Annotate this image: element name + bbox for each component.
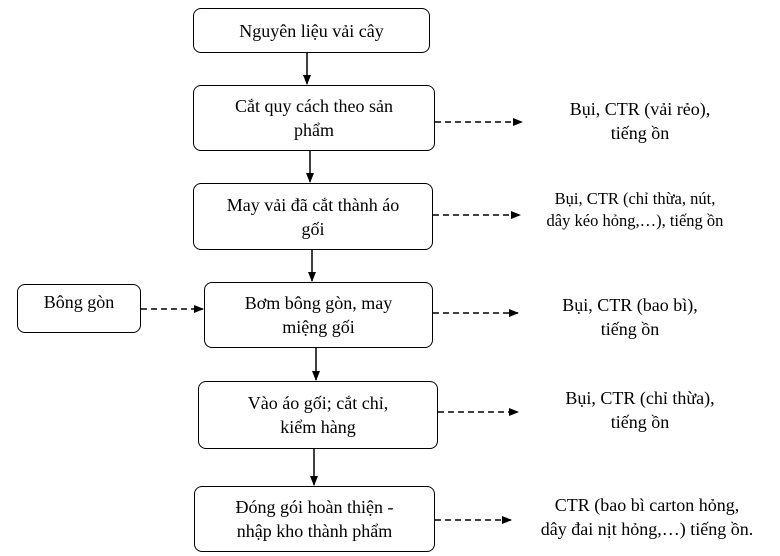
step-sewing-line-2: gối — [301, 218, 325, 239]
output-filling: Bụi, CTR (bao bì), tiếng ồn — [530, 293, 730, 341]
step-cutting-line-2: phẩm — [293, 120, 334, 140]
output-inspection: Bụi, CTR (chỉ thừa), tiếng ồn — [530, 386, 750, 434]
output-cutting-line-2: tiếng ồn — [610, 123, 670, 143]
step-packaging-line-2: nhập kho thành phẩm — [236, 521, 393, 541]
step-inspection-line-2: kiểm hàng — [280, 417, 356, 437]
step-packaging-line-1: Đóng gói hoàn thiện - — [235, 497, 394, 517]
step-sewing-line-1: May vải đã cắt thành áo — [226, 194, 400, 215]
step-cutting: Cắt quy cách theo sản phẩm — [193, 85, 435, 151]
step-packaging: Đóng gói hoàn thiện - nhập kho thành phẩ… — [194, 486, 435, 552]
input-cotton-label: Bông gòn — [43, 291, 115, 312]
step-filling-line-1: Bơm bông gòn, may — [244, 293, 393, 313]
output-filling-line-1: Bụi, CTR (bao bì), — [562, 295, 698, 315]
output-cutting-line-1: Bụi, CTR (vải rẻo), — [569, 99, 711, 119]
step-cutting-line-1: Cắt quy cách theo sản — [235, 96, 393, 116]
output-sewing: Bụi, CTR (chỉ thừa, nút, dây kéo hỏng,…)… — [522, 188, 748, 232]
output-packaging-line-2: dây đai nịt hỏng,…) tiếng ồn. — [540, 519, 754, 539]
step-sewing: May vải đã cắt thành áo gối — [193, 183, 433, 250]
output-inspection-line-2: tiếng ồn — [610, 412, 670, 432]
output-inspection-line-1: Bụi, CTR (chỉ thừa), — [565, 388, 715, 408]
step-inspection-line-1: Vào áo gối; cắt chỉ, — [247, 393, 389, 413]
step-filling: Bơm bông gòn, may miệng gối — [204, 282, 433, 348]
output-packaging: CTR (bao bì carton hỏng, dây đai nịt hỏn… — [518, 493, 776, 541]
output-sewing-line-2: dây kéo hỏng,…), tiếng ồn — [546, 211, 724, 230]
output-filling-line-2: tiếng ồn — [600, 319, 660, 339]
output-sewing-line-1: Bụi, CTR (chỉ thừa, nút, — [554, 189, 716, 208]
step-raw-fabric: Nguyên liệu vải cây — [193, 8, 430, 53]
output-cutting: Bụi, CTR (vải rẻo), tiếng ồn — [530, 97, 750, 145]
input-cotton-box: Bông gòn — [17, 284, 141, 333]
step-inspection: Vào áo gối; cắt chỉ, kiểm hàng — [198, 381, 438, 449]
step-raw-fabric-label: Nguyên liệu vải cây — [239, 20, 384, 41]
output-packaging-line-1: CTR (bao bì carton hỏng, — [554, 495, 740, 515]
step-filling-line-2: miệng gối — [282, 317, 355, 337]
